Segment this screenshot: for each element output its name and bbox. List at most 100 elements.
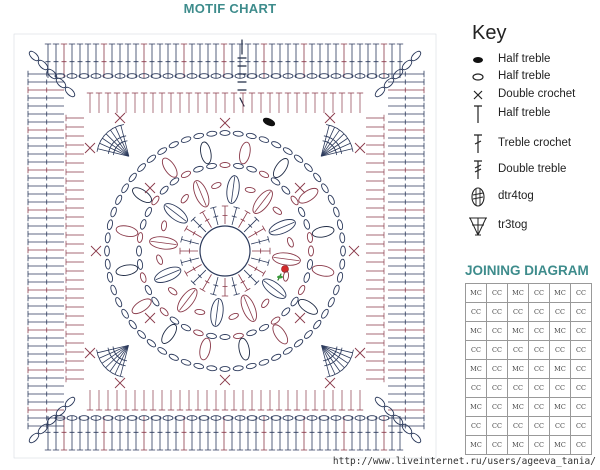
stitch-icon: [107, 127, 130, 157]
chain-icon: [219, 334, 231, 340]
chain-icon: [272, 206, 283, 215]
stitch-icon: [366, 285, 385, 293]
stitch-icon: [388, 166, 425, 174]
joining-cell: CC: [507, 340, 529, 360]
stitch-icon: [27, 118, 64, 126]
chain-icon: [104, 232, 111, 244]
stitch-icon: [252, 247, 271, 255]
stitch-icon: [366, 303, 385, 311]
chain-icon: [54, 415, 66, 421]
stitch-icon: [324, 43, 332, 78]
stitch-icon: [86, 92, 94, 113]
joining-cell: MC: [549, 435, 571, 455]
joining-cell: MC: [465, 283, 487, 303]
stitch-icon: [366, 195, 385, 203]
chain-icon: [313, 319, 322, 330]
stitch-icon: [321, 345, 339, 377]
chain-icon: [245, 132, 257, 139]
double-crochet-cross-icon: [114, 112, 126, 124]
stitch-icon: [27, 334, 64, 342]
stitch-icon: [366, 186, 385, 194]
stitch-icon: [300, 43, 308, 78]
stitch-icon: [231, 276, 240, 296]
stitch-icon: [185, 92, 193, 113]
stitch-icon: [149, 92, 157, 113]
stitch-icon: [65, 267, 84, 275]
dtr4tog-icon: [239, 141, 251, 165]
cluster-stem-icon: [165, 205, 187, 222]
chain-icon: [193, 132, 205, 139]
chain-icon: [139, 272, 147, 283]
stitch-icon: [27, 86, 64, 94]
cluster-stem-icon: [179, 289, 196, 311]
chain-icon: [66, 73, 78, 79]
stitch-icon: [348, 43, 356, 78]
chain-icon: [162, 415, 174, 421]
stitch-icon: [257, 92, 265, 113]
stitch-icon: [388, 398, 425, 406]
stitch-icon: [320, 390, 328, 411]
stitch-icon: [388, 270, 425, 278]
stitch-icon: [388, 382, 425, 390]
stitch-icon: [221, 278, 229, 297]
stitch-icon: [388, 254, 425, 262]
stitch-icon: [65, 114, 84, 122]
chain-icon: [410, 50, 422, 62]
double-crochet-cross-icon: [219, 117, 231, 129]
stitch-icon: [199, 210, 212, 228]
stitch-icon: [356, 390, 364, 411]
chain-icon: [66, 415, 78, 421]
double-crochet-cross-icon: [354, 347, 366, 359]
stitch-icon: [221, 390, 229, 411]
stitch-icon: [210, 276, 219, 296]
stitch-icon: [366, 123, 385, 131]
stitch-icon: [68, 43, 76, 78]
dtr4tog-icon: [132, 187, 153, 204]
chain-icon: [383, 77, 395, 89]
stitch-icon: [179, 247, 198, 255]
stitch-icon: [388, 43, 396, 78]
chain-icon: [150, 415, 162, 421]
stitch-icon: [27, 422, 64, 430]
chain-icon: [306, 73, 318, 79]
stitch-icon: [388, 374, 425, 382]
stitch-icon: [308, 43, 316, 78]
dtr4tog-icon: [177, 288, 198, 313]
chain-icon: [282, 73, 294, 79]
dtr4tog-icon: [272, 252, 301, 266]
stitch-icon: [204, 43, 212, 78]
stitch-icon: [252, 416, 260, 451]
double-crochet-cross-icon: [324, 377, 336, 389]
joining-cell: CC: [549, 416, 571, 436]
chain-icon: [37, 423, 49, 435]
chain-icon: [261, 298, 270, 309]
chain-icon: [327, 297, 335, 308]
joining-cell: CC: [486, 359, 508, 379]
stitch-icon: [356, 416, 364, 451]
stitch-icon: [338, 92, 346, 113]
chain-icon: [146, 154, 157, 163]
stitch-icon: [388, 214, 425, 222]
stitch-icon: [366, 168, 385, 176]
stitch-icon: [316, 43, 324, 78]
chain-icon: [270, 415, 282, 421]
key-label: Double treble: [498, 163, 567, 175]
outer-border-guide: [13, 33, 437, 459]
chain-icon: [246, 165, 257, 173]
chain-icon: [354, 415, 366, 421]
stitch-icon: [388, 310, 425, 318]
chain-icon: [106, 271, 113, 283]
stitch-icon: [321, 345, 353, 362]
stitch-icon: [388, 294, 425, 302]
stitch-icon: [248, 264, 266, 277]
stitch-icon: [108, 43, 116, 78]
stitch-icon: [65, 231, 84, 239]
cluster-stem-icon: [270, 221, 295, 233]
stitch-icon: [95, 92, 103, 113]
stitch-icon: [248, 390, 256, 411]
chain-icon: [151, 195, 160, 206]
joining-cell: CC: [549, 378, 571, 398]
stitch-icon: [27, 302, 64, 310]
stitch-icon: [268, 416, 276, 451]
